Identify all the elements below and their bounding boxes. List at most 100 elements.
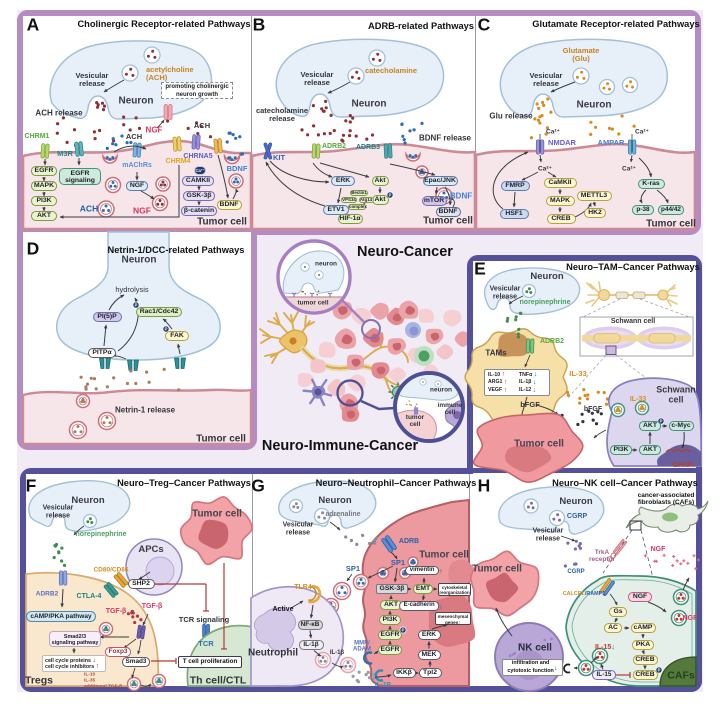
- node-egfr1: EGFR: [378, 629, 402, 641]
- calcrl-text: CALCRL: [562, 591, 585, 597]
- label-tumor_cell: Tumor cell: [196, 433, 246, 445]
- node-tpl2: Tpl2: [418, 667, 442, 679]
- receptor-m3r-icon: [74, 141, 84, 157]
- node-shp2: SHP2: [127, 579, 155, 589]
- tgfb-dots: [126, 609, 143, 625]
- label-adrb3: ADRB3: [355, 144, 381, 152]
- node-fak: FAK: [165, 331, 189, 341]
- label-neuron: Neuron: [530, 270, 564, 282]
- node-camp_pka: cAMP/PKA pathway: [26, 610, 96, 622]
- cytokine-row: IL-12↓: [519, 386, 546, 394]
- receptor-adrb2-icon: [58, 570, 68, 586]
- catecholamine-dots: [340, 133, 375, 143]
- label-ctla4: CTLA-4: [76, 593, 102, 601]
- node-epacjnk: Epac/JNK: [422, 176, 458, 186]
- cytokine-name: IL-12: [519, 387, 532, 394]
- up-arrow-icon: ↑: [95, 663, 100, 671]
- panel-title-a: Cholinergic Receptor-related Pathways: [77, 18, 251, 29]
- panel-h-artwork: P: [469, 486, 709, 692]
- label-tcr: TCR: [198, 638, 214, 648]
- vesicle-icon: [634, 400, 650, 416]
- neuron-vesicle-icon: [82, 513, 98, 529]
- node-creb2: CREB: [632, 670, 658, 680]
- node-ac: AC: [604, 623, 622, 633]
- cytokine-name: IL-1β: [519, 379, 532, 386]
- node-pi3k: PI3K: [31, 196, 57, 206]
- node-etv1: ETV1: [323, 205, 349, 215]
- node-akt1: Akt: [371, 176, 389, 186]
- receptor-chrm1-icon: [40, 143, 50, 159]
- schwann-inset-box: [579, 316, 694, 357]
- receptor-dcc-icon: [99, 357, 111, 369]
- label-vesicular_release: Vesicular release: [42, 504, 74, 519]
- node-camkii: CAMKII: [182, 176, 214, 186]
- label-vimentin: vimentin↑: [405, 562, 443, 580]
- panel-e-artwork: P: [464, 267, 702, 483]
- membrane-vesicle-icon: [223, 153, 241, 165]
- label-neuron: Neuron: [351, 98, 387, 110]
- phospho-icon: P: [132, 301, 140, 309]
- neuron-vesicle-icon: [548, 509, 566, 527]
- fibroblast-cell: [625, 500, 709, 533]
- label-ach_release: ACH release: [35, 108, 83, 118]
- label-tumor_cell: Tumor cell: [514, 438, 564, 450]
- label-neuron: Neuron: [118, 95, 154, 107]
- catecholamine-dots: [300, 113, 355, 138]
- label-gfap: GFAP↑: [673, 454, 696, 472]
- receptor-chrna5-icon: [191, 134, 201, 150]
- panel-title-d: Netrin-1/DCC-related Pathways: [107, 244, 245, 255]
- label-bdnf_release: BDNF release: [418, 133, 472, 143]
- label-ca_br: Ca²⁺: [622, 165, 636, 173]
- label-chrm1: CHRM1: [24, 133, 50, 141]
- cc-row: cell cycle proteins↓: [45, 657, 103, 665]
- receptor-adr-icon: [213, 138, 223, 154]
- label-trka: TrkA receptor: [588, 548, 616, 563]
- label-th: Th cell/CTL: [189, 674, 247, 687]
- receptor-chrm4-icon: [172, 136, 182, 152]
- node-gs: Gs: [609, 607, 627, 617]
- phospho-p-text: P: [135, 303, 138, 308]
- vesicle-icon: [577, 659, 595, 677]
- vesicle-icon: [332, 581, 352, 601]
- node-pi3k: PI3K: [610, 445, 632, 455]
- vesicle-icon: [98, 621, 114, 637]
- label-ca_bl: Ca²⁺: [538, 165, 552, 173]
- vesicle-icon: [228, 173, 244, 189]
- node-p4442: p44/42: [658, 205, 684, 215]
- panel-letter-f: F: [25, 475, 37, 496]
- node-cmyc: c-Myc: [668, 421, 694, 431]
- vesicle-icon: [376, 566, 390, 580]
- panel-letter-a: A: [26, 14, 40, 35]
- tumor-cell-f: [179, 496, 253, 566]
- node-beclin1: Beclin1: [350, 189, 368, 197]
- node-tprolif: T cell proliferation: [178, 655, 242, 668]
- panel-title-e: Neuro–TAM–Cancer Pathways: [566, 261, 700, 272]
- label-tlr4: TLR4: [294, 584, 312, 592]
- label-tgfb1: TGF-β: [105, 608, 127, 616]
- node-mek: MEK: [417, 649, 441, 661]
- label-adrenaline: adrenaline: [325, 511, 361, 519]
- node-akt: AKT: [31, 211, 57, 221]
- receptor-kit-icon: [263, 142, 273, 160]
- label-adrb: ADRB: [398, 538, 420, 546]
- label-tumor_cell: Tumor cell: [646, 218, 696, 230]
- label-bfgf2: bFGF: [583, 406, 603, 414]
- label-sp1b: SP1: [390, 557, 406, 567]
- phospho-icon: P: [386, 191, 394, 199]
- node-smad3: Smad3: [122, 657, 150, 667]
- label-tams: TAMs: [485, 348, 507, 358]
- label-glutamate: Glutamate (Glu): [562, 45, 600, 63]
- neuron-vesicle-icon: [368, 49, 386, 67]
- label-cd80: CD80/CD86: [93, 566, 129, 574]
- label-ach_blue: ACH: [79, 203, 99, 214]
- node-foxp3: Foxp3: [105, 647, 131, 657]
- phospho-icon: P: [399, 626, 407, 634]
- receptor-ctla4-icon: [103, 582, 119, 598]
- receptor-dcc-icon: [174, 357, 186, 369]
- label-il15-down: IL-15↓: [595, 636, 615, 654]
- label-mmp: MMP/ ADAM: [353, 640, 371, 653]
- node-bcatenin: β-catenin: [181, 206, 217, 216]
- cytokine-box: IL-10↑ARG1↑VEGF↑TNFα↓IL-1β↓IL-12↓: [484, 369, 550, 396]
- label-netrin_release: Netrin-1 release: [114, 405, 176, 415]
